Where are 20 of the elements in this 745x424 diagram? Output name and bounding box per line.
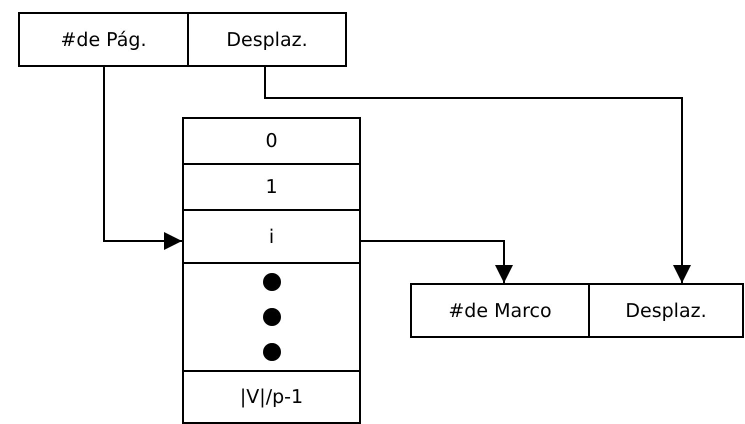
- table-cell: [182, 209, 361, 264]
- table-cell: [182, 117, 361, 165]
- cell-text: Desplaz.: [226, 28, 308, 50]
- cell-text: i: [268, 226, 274, 248]
- cell-text: 0: [265, 130, 278, 152]
- table-cell: [182, 163, 361, 211]
- cell-text: 1: [265, 176, 278, 198]
- arrow: [361, 240, 513, 283]
- arrow: [264, 67, 691, 283]
- table-cell: [588, 283, 744, 338]
- cell-text: |V|/p-1: [240, 386, 304, 408]
- table-cell: [18, 12, 189, 67]
- cell-text: #de Pág.: [60, 28, 147, 50]
- table-cell: [187, 12, 347, 67]
- cell-text: Desplaz.: [625, 300, 707, 322]
- cell-text: #de Marco: [448, 300, 552, 322]
- table-cell: [410, 283, 590, 338]
- arrow: [103, 67, 182, 250]
- table-cell: [182, 370, 361, 424]
- table-row: [182, 262, 361, 372]
